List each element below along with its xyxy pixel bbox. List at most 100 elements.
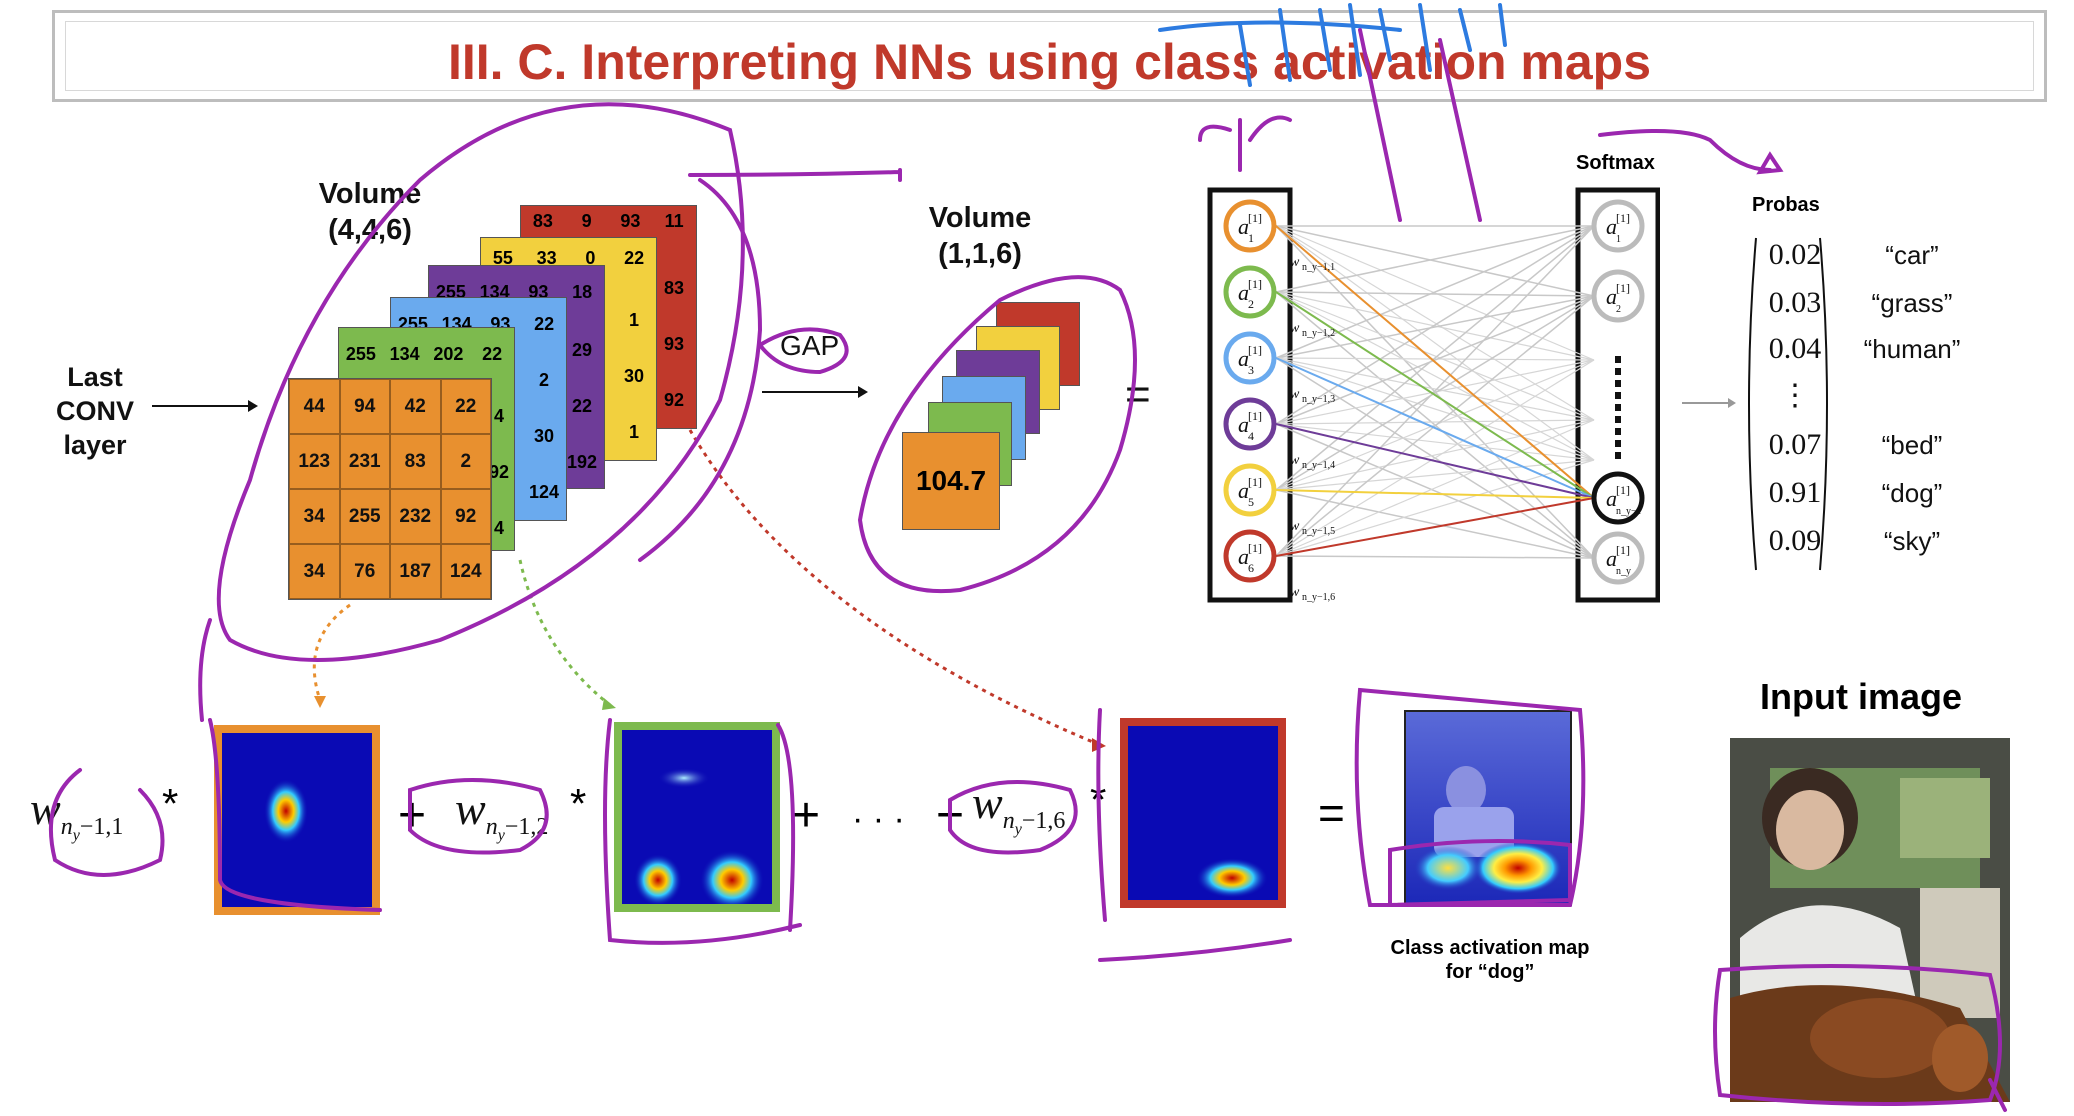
times-6: * [1090, 776, 1107, 823]
neuron-superscript: [1] [1248, 409, 1262, 423]
neuron-subscript: 5 [1248, 495, 1254, 509]
plus-2: + [792, 789, 821, 842]
ellipsis-dot [1615, 428, 1621, 435]
neuron-label: a [1606, 486, 1617, 511]
grid-cell: 187 [390, 544, 441, 599]
neuron-subscript: 3 [1248, 363, 1254, 377]
fc-connection [1275, 225, 1595, 421]
input-image [1730, 738, 2010, 1102]
softmax-layer-box [1575, 187, 1660, 603]
weight-label: w [1290, 321, 1300, 336]
weight-index: n_y−1,3 [1302, 394, 1335, 405]
heatmap-6 [1128, 726, 1278, 900]
grid-cell: 94 [339, 379, 390, 434]
grid-cell: 83 [390, 434, 441, 489]
ellipsis-dot [1615, 380, 1621, 387]
cam-channel-6 [1120, 718, 1286, 908]
class-label: “grass” [1871, 288, 1953, 318]
neuron-label: a [1238, 280, 1249, 305]
red-cell: 11 [664, 211, 684, 231]
ellipsis-dot [1615, 368, 1621, 375]
neuron-label: a [1238, 544, 1249, 569]
weight-line-4 [1275, 423, 1595, 499]
w-sub-y: y [1014, 820, 1022, 838]
proba-row: 0.04“human” [1760, 332, 2074, 366]
green-cell: 22 [482, 344, 503, 364]
volume-446-line2: (4,4,6) [328, 214, 412, 246]
fc-connection [1275, 359, 1595, 491]
proba-row: ⋮ [1760, 378, 2074, 413]
red-side-cell: 93 [663, 334, 685, 354]
weight-index: n_y−1,2 [1302, 328, 1335, 339]
arrow-to-volume [152, 400, 258, 412]
blue-cell: 22 [534, 314, 555, 334]
cam-caption-line1: Class activation map [1390, 937, 1590, 959]
weight-term-1: wny−1,1 [30, 782, 123, 845]
volume-116-label: Volume (1,1,6) [905, 200, 1055, 272]
plus-3: + [936, 789, 965, 842]
green-cell: 134 [389, 344, 420, 364]
last-conv-line1: Last [67, 362, 123, 392]
fc-connection [1275, 225, 1595, 297]
cam-result [1404, 710, 1572, 906]
yellow-side-cell: 1 [628, 310, 639, 330]
fc-connection [1275, 459, 1595, 557]
ellipsis-dot [1615, 452, 1621, 459]
weight-label: w [1290, 585, 1300, 600]
red-side-cell: 83 [663, 278, 685, 298]
times-2: * [570, 780, 587, 827]
weight-index: n_y−1,1 [1302, 262, 1335, 273]
class-label: “car” [1885, 240, 1939, 270]
grid-cell: 123 [289, 434, 340, 489]
green-cell: 202 [433, 344, 464, 364]
weight-label: w [1290, 453, 1300, 468]
red-side-cell: 92 [663, 390, 685, 410]
last-conv-label: Last CONV layer [40, 360, 150, 462]
weight-label: w [1290, 519, 1300, 534]
yellow-side-cell: 30 [623, 366, 645, 386]
fc-connection [1275, 291, 1595, 361]
w-symbol: w [972, 777, 1003, 828]
neuron-label: a [1238, 478, 1249, 503]
output-neuron [1591, 471, 1645, 525]
proba-brackets [1748, 237, 1828, 571]
neuron-subscript: 1 [1616, 234, 1621, 245]
class-label: “sky” [1883, 526, 1941, 556]
weight-index: n_y−1,4 [1302, 460, 1335, 471]
w-sub-index: −1,1 [79, 814, 124, 841]
blue-side-cell: 124 [528, 482, 560, 502]
weight-term-2: wny−1,2 [455, 782, 548, 845]
neuron-subscript: 2 [1616, 304, 1621, 315]
neuron-label: a [1606, 284, 1617, 309]
fc-connection [1275, 295, 1595, 491]
neuron-subscript: 6 [1248, 561, 1254, 575]
proba-value: 0.91 [1768, 476, 1822, 509]
proba-row: 0.07“bed” [1760, 428, 2074, 462]
proba-value: ⋮ [1780, 379, 1810, 412]
fc-connection [1275, 225, 1595, 557]
probas-label: Probas [1752, 194, 1820, 216]
output-neuron [1591, 269, 1645, 323]
grid-cell: 44 [289, 379, 340, 434]
weight-line-3 [1275, 357, 1595, 499]
neuron-superscript: [1] [1248, 277, 1262, 291]
hidden-neuron-5 [1223, 463, 1277, 517]
neuron-superscript: [1] [1248, 541, 1262, 555]
weight-label: w [1290, 255, 1300, 270]
fc-connection [1275, 295, 1595, 425]
proba-value: 0.03 [1768, 286, 1822, 319]
fc-connection [1275, 419, 1595, 557]
equals-sign-top: = [1125, 370, 1151, 419]
proba-row: 0.03 “grass” [1760, 286, 2074, 320]
hidden-neuron-2 [1223, 265, 1277, 319]
weight-line-2 [1275, 291, 1595, 499]
ellipsis-dot [1615, 392, 1621, 399]
grid-cell: 34 [289, 544, 340, 599]
grid-cell: 34 [289, 489, 340, 544]
weight-line-1 [1275, 225, 1595, 499]
volume-446-label: Volume (4,4,6) [300, 176, 440, 248]
grid-cell: 232 [390, 489, 441, 544]
hidden-neuron-3 [1223, 331, 1277, 385]
neuron-superscript: [1] [1616, 483, 1630, 497]
proba-row: 0.91“dog” [1760, 476, 2074, 510]
